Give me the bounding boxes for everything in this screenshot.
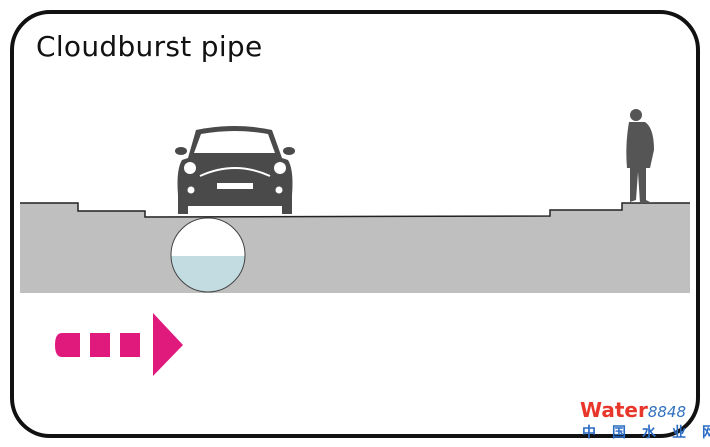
watermark-latin: Water <box>580 398 648 422</box>
watermark-cn: 中国水业网 <box>582 425 710 441</box>
car-icon <box>175 126 295 214</box>
person-icon <box>626 109 654 203</box>
watermark-logo: Water8848 中国水业网 <box>580 398 710 441</box>
watermark-number: 8848 <box>647 403 687 421</box>
diagram-title: Cloudburst pipe <box>36 30 263 63</box>
flow-arrow-icon <box>55 313 183 376</box>
road-surface-line <box>20 202 690 218</box>
